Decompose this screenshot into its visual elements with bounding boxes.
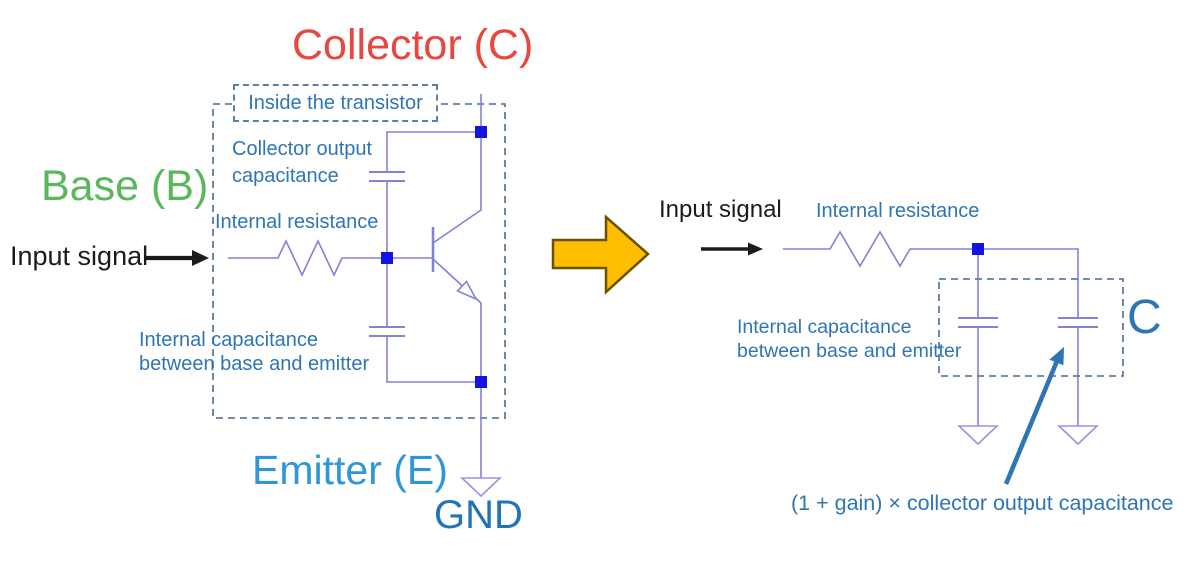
ground-symbol-right-1 — [956, 425, 1000, 446]
right-circuit-diagram — [701, 230, 1124, 485]
ground-symbol-left — [459, 477, 503, 498]
internal-capacitance-label-right: Internal capacitance between base and em… — [737, 316, 962, 363]
input-signal-label-left: Input signal — [10, 241, 149, 271]
node-base — [381, 252, 393, 264]
resistor-symbol-right — [783, 230, 972, 268]
miller-annotation-arrow — [1003, 347, 1064, 485]
emitter-title: Emitter (E) — [252, 447, 448, 493]
transistor-collector-lead — [432, 132, 482, 244]
emitter-bottom-wire — [386, 336, 481, 383]
emitter-arrowhead-icon — [456, 280, 478, 301]
inside-transistor-label-box: Inside the transistor — [233, 84, 438, 122]
node-emitter — [475, 376, 487, 388]
node-collector — [475, 126, 487, 138]
base-title: Base (B) — [41, 162, 209, 210]
ground-symbol-right-2 — [1056, 425, 1100, 446]
equivalent-capacitance-box — [938, 278, 1124, 377]
inside-transistor-label: Inside the transistor — [248, 91, 423, 114]
collector-output-capacitance-label: Collector output capacitance — [232, 138, 373, 187]
gnd-label: GND — [434, 493, 523, 537]
input-arrow-left — [145, 250, 209, 266]
capacitor-base-emitter-right — [958, 317, 998, 328]
capacitor-base-emitter-left — [369, 326, 405, 337]
internal-capacitance-label-left: Internal capacitance between base and em… — [139, 329, 370, 376]
transistor-emitter-lead — [432, 258, 482, 478]
internal-resistance-label-left: Internal resistance — [215, 211, 379, 233]
left-circuit-diagram — [145, 94, 506, 498]
collector-title: Collector (C) — [292, 21, 534, 69]
resistor-symbol-left — [228, 239, 387, 277]
connection-nodes-left — [381, 126, 487, 388]
miller-capacitance-formula: (1 + gain) × collector output capacitanc… — [791, 491, 1174, 515]
transform-arrow-icon — [551, 214, 650, 295]
internal-resistance-label-right: Internal resistance — [816, 200, 980, 222]
collector-cap-branch-wire — [386, 131, 481, 172]
capacitor-miller — [1058, 317, 1098, 328]
node-base-right — [972, 243, 984, 255]
input-arrow-right — [701, 242, 763, 256]
capacitor-collector-output — [369, 171, 405, 182]
input-signal-label-right: Input signal — [659, 196, 782, 223]
miller-cap-branch-wire — [984, 248, 1079, 318]
equivalent-capacitance-c-label: C — [1127, 291, 1162, 344]
left-circuit-wires — [228, 94, 482, 478]
